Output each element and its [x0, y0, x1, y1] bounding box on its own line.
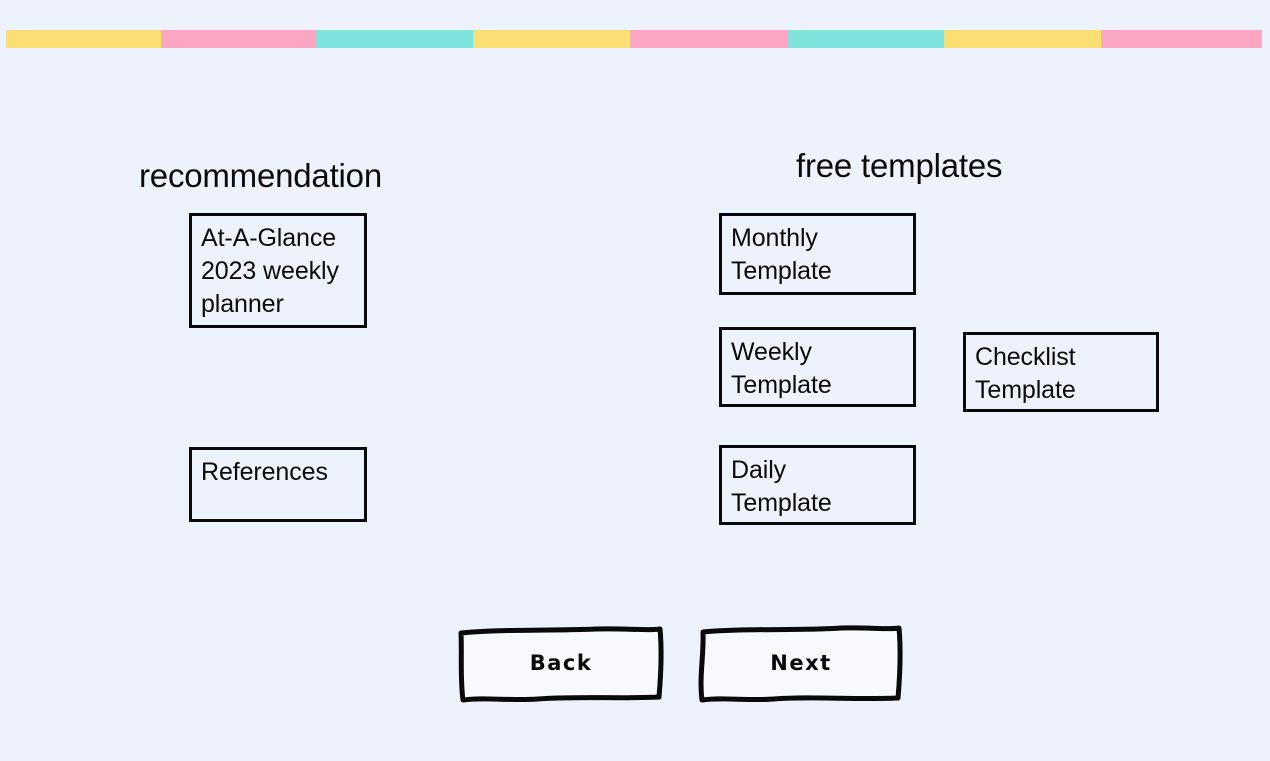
free-templates-column-heading: free templates	[796, 147, 1003, 184]
next-button[interactable]: Next	[696, 622, 906, 704]
back-button-sketch-outline	[458, 626, 664, 703]
decorative-color-stripe-bar	[0, 30, 1270, 48]
stripe-yellow-3	[944, 30, 1101, 48]
stripe-yellow-2	[473, 30, 630, 48]
stripe-teal-2	[787, 30, 944, 48]
card-references[interactable]: References	[189, 447, 367, 522]
recommendation-column-heading: recommendation	[139, 157, 382, 194]
stripe-teal-1	[316, 30, 473, 48]
card-checklist-template[interactable]: Checklist Template	[963, 332, 1159, 412]
card-daily-template[interactable]: Daily Template	[719, 445, 916, 525]
stripe-yellow-1	[6, 30, 161, 48]
card-weekly-template[interactable]: Weekly Template	[719, 327, 916, 407]
stripe-pink-2	[630, 30, 787, 48]
stripe-pink-3	[1101, 30, 1262, 48]
card-monthly-template[interactable]: Monthly Template	[719, 213, 916, 295]
next-button-sketch-outline	[698, 625, 903, 703]
card-at-a-glance-2023-weekly-planner[interactable]: At-A-Glance 2023 weekly planner	[189, 213, 367, 328]
back-button[interactable]: Back	[456, 622, 666, 704]
stripe-pink-1	[161, 30, 316, 48]
